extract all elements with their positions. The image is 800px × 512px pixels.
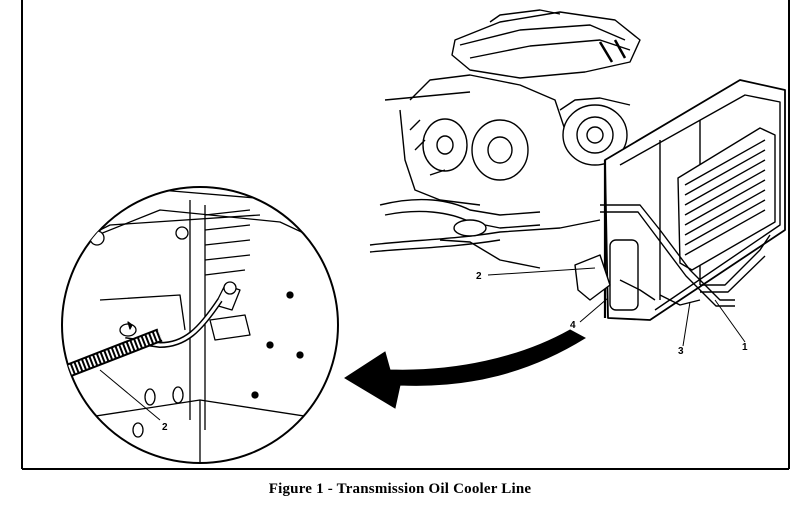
engine-illustration <box>369 9 786 321</box>
figure-frame <box>21 0 790 470</box>
detail-view <box>61 186 339 464</box>
callout-label-2-engine: 2 <box>476 271 482 282</box>
callout-label-3: 3 <box>678 346 684 357</box>
callout-label-4: 4 <box>570 320 576 331</box>
large-curved-arrow-icon <box>344 329 587 409</box>
figure-caption: Figure 1 - Transmission Oil Cooler Line <box>268 481 532 497</box>
callout-leaders <box>487 267 746 347</box>
callout-label-1: 1 <box>742 342 748 353</box>
callout-label-2-detail: 2 <box>162 422 168 433</box>
